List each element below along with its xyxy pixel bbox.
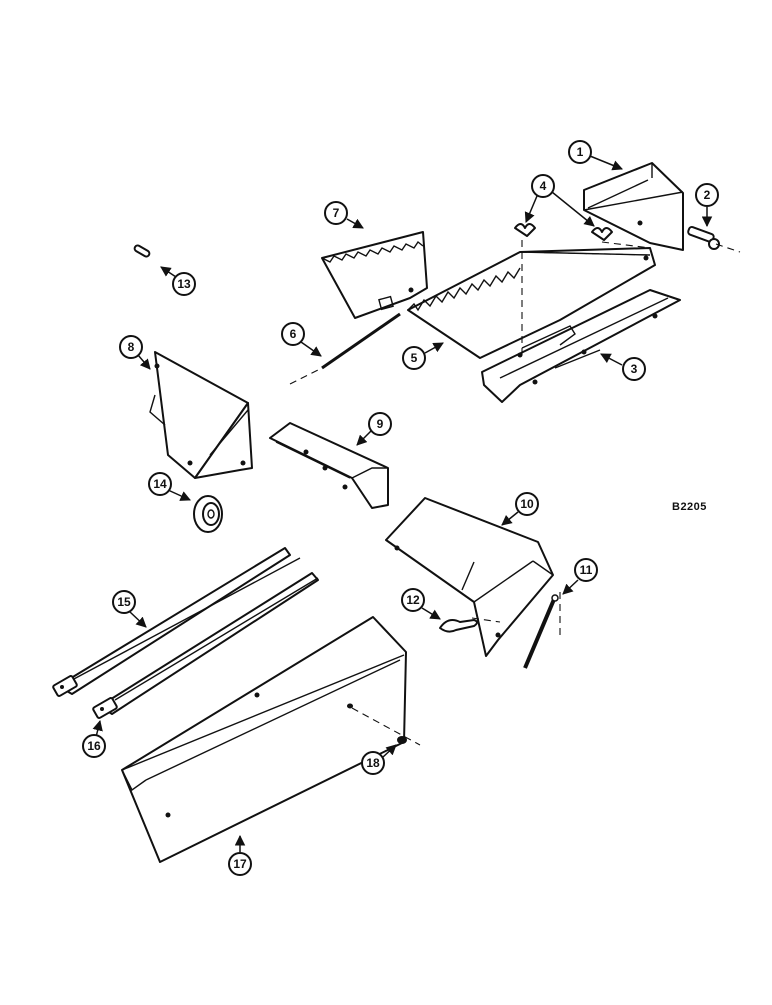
callout-3: 3 [600,353,646,381]
callout-17: 17 [228,834,252,876]
callout-1: 1 [568,140,623,171]
svg-text:2: 2 [704,188,711,202]
callout-2: 2 [695,183,719,228]
part-3-lower-channel [481,289,681,403]
part-15-strap [52,547,301,697]
svg-text:1: 1 [577,145,584,159]
part-12-clip [439,617,501,633]
svg-text:18: 18 [366,756,380,770]
part-13-small-pin [133,244,151,258]
part-4-wing-nuts [514,223,651,355]
svg-text:17: 17 [233,857,247,871]
callout-4: 4 [524,174,595,227]
part-8-side-shield [149,351,253,479]
callout-5: 5 [402,342,444,370]
callout-15: 15 [112,590,147,628]
svg-text:11: 11 [580,563,593,577]
callout-6: 6 [281,322,322,357]
part-17-bottom-shield [121,616,407,863]
svg-text:10: 10 [520,497,534,511]
callout-16: 16 [82,719,106,758]
callout-13: 13 [160,266,196,296]
callout-8: 8 [119,335,151,370]
part-1-upper-shield [583,162,684,251]
part-14-bearing [193,495,223,533]
part-9-channel [269,422,389,509]
part-6-rod [289,312,401,385]
callout-12: 12 [401,588,441,620]
drawing-reference-code: B2205 [672,501,707,513]
svg-text:9: 9 [377,417,384,431]
svg-text:12: 12 [406,593,420,607]
callout-11: 11 [562,558,598,595]
svg-text:6: 6 [290,327,297,341]
svg-text:15: 15 [117,595,131,609]
callout-14: 14 [148,472,191,501]
part-7-notched-plate [321,231,428,319]
svg-text:14: 14 [153,477,167,491]
part-10-front-shield [385,497,554,657]
svg-text:4: 4 [540,179,547,193]
svg-text:3: 3 [631,362,638,376]
svg-text:16: 16 [87,739,101,753]
part-2-pin [687,225,741,253]
callout-7: 7 [324,201,364,229]
callout-9: 9 [356,412,392,446]
callout-10: 10 [501,492,539,526]
svg-text:5: 5 [411,351,418,365]
svg-text:8: 8 [128,340,135,354]
part-11-bar [523,592,561,669]
svg-text:13: 13 [177,277,191,291]
part-16-strap [92,572,319,719]
part-18-nut [351,707,421,746]
callout-18: 18 [361,744,397,775]
svg-text:7: 7 [333,206,340,220]
part-5-main-panel [407,247,656,359]
